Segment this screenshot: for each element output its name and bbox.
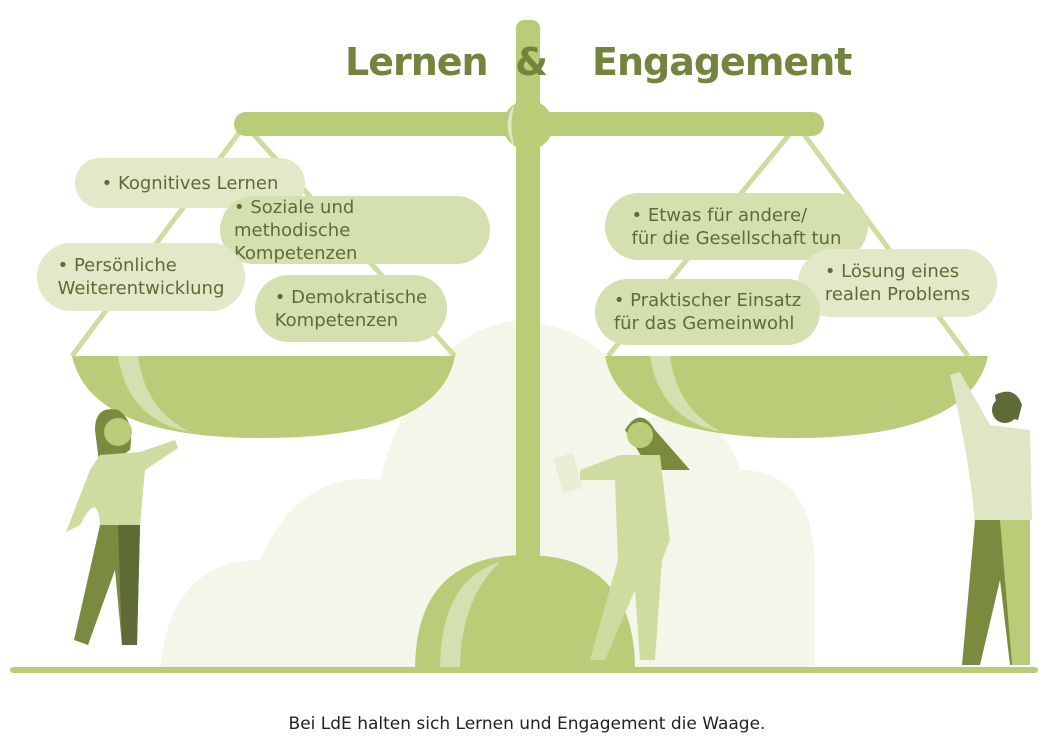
bubble-soziale-kompetenzen: • Soziale und methodische Kompetenzen bbox=[220, 196, 490, 264]
bubble-etwas-fuer-andere: • Etwas für andere/ für die Gesellschaft… bbox=[605, 193, 868, 260]
title-right: Engagement bbox=[592, 40, 852, 84]
right-pan bbox=[605, 356, 988, 438]
scale-pole bbox=[516, 20, 540, 580]
person-middle bbox=[553, 417, 690, 660]
pivot bbox=[503, 100, 553, 150]
bubble-persoenliche-weiterentwicklung: • Persönliche Weiterentwicklung bbox=[37, 243, 245, 311]
caption: Bei LdE halten sich Lernen und Engagemen… bbox=[288, 714, 766, 734]
title-ampersand: & bbox=[515, 40, 548, 84]
bubble-demokratische-kompetenzen: • Demokratische Kompetenzen bbox=[255, 275, 447, 342]
person-right bbox=[950, 372, 1032, 665]
bubble-praktischer-einsatz: • Praktischer Einsatz für das Gemeinwohl bbox=[595, 279, 820, 345]
ground-line bbox=[10, 667, 1038, 673]
bubble-loesung-problems: • Lösung eines realen Problems bbox=[798, 249, 997, 317]
title-left: Lernen bbox=[345, 40, 489, 84]
person-left bbox=[66, 409, 178, 645]
